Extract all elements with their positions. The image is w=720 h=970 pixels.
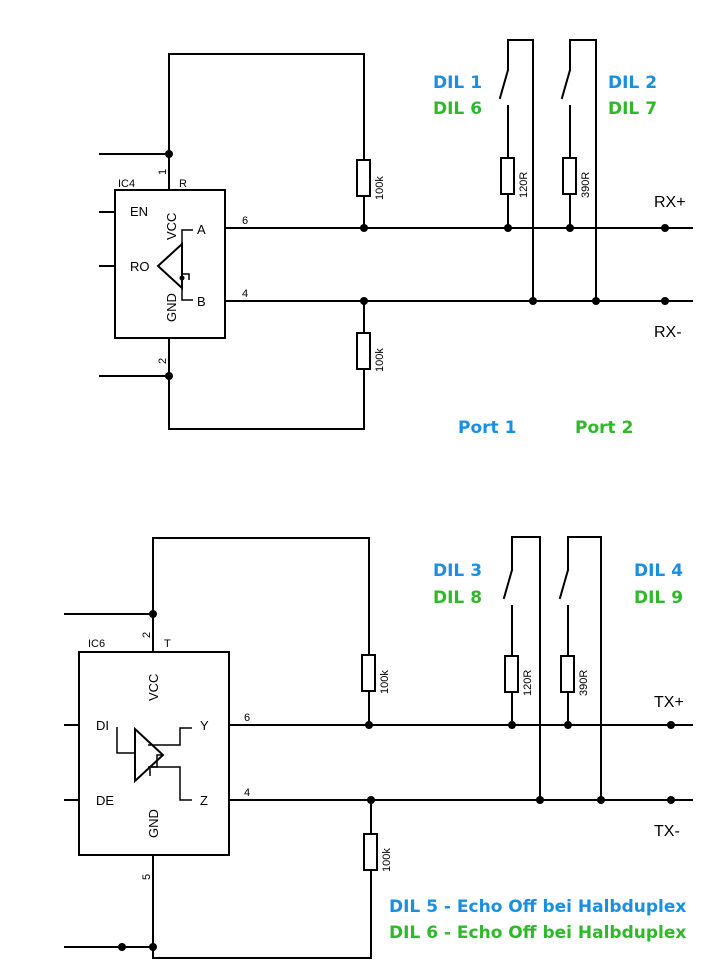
- pin-2-number-tx: 2: [141, 632, 153, 638]
- pin-6-number: 6: [242, 215, 248, 227]
- dil5-note: DIL 5 - Echo Off bei Halbduplex: [389, 897, 686, 917]
- tx-circuit: IC6 T 2 VCC GND DI DE Y Z 6 4 5 100k 100…: [64, 536, 693, 959]
- res-100k-top-tx-value: 100k: [379, 670, 391, 694]
- rx-circuit: IC4 R 1 EN RO VCC GND A B 6 4 2 100k 100…: [99, 39, 693, 438]
- dil2-label: DIL 2: [608, 73, 657, 93]
- resistor-120r-top: [500, 157, 515, 195]
- resistor-390r-top: [562, 157, 577, 195]
- ic6-label: IC6: [88, 638, 105, 650]
- dil1-label: DIL 1: [433, 73, 482, 93]
- dil9-label: DIL 9: [634, 588, 683, 608]
- pin-r-label: R: [179, 178, 187, 190]
- res-390r-value: 390R: [580, 172, 592, 198]
- resistor-100k-bottom: [356, 332, 371, 370]
- pin-b-label: B: [197, 294, 206, 309]
- pin-a-label: A: [197, 222, 206, 237]
- tx-minus-label: TX-: [654, 823, 680, 840]
- res-120r-value: 120R: [518, 172, 530, 198]
- resistor-100k-top: [356, 159, 371, 197]
- port1-label: Port 1: [458, 418, 516, 438]
- pin-vcc-label-tx: VCC: [146, 674, 161, 701]
- dil7-label: DIL 7: [608, 99, 657, 119]
- pin-t-label: T: [164, 638, 171, 650]
- pin-gnd-label: GND: [164, 293, 179, 322]
- pin-4-number-tx: 4: [244, 787, 250, 799]
- resistor-120r-bottom: [504, 655, 519, 693]
- res-100k-bottom-value: 100k: [374, 348, 386, 372]
- dil6-note: DIL 6 - Echo Off bei Halbduplex: [389, 923, 686, 943]
- pin-2-number: 2: [157, 358, 169, 364]
- port2-label: Port 2: [575, 418, 633, 438]
- pin-en-label: EN: [130, 204, 148, 219]
- pin-y-label: Y: [200, 718, 209, 733]
- dil3-switch: [502, 568, 514, 600]
- res-120r-tx-value: 120R: [522, 670, 534, 696]
- rx-plus-label: RX+: [654, 194, 686, 211]
- res-100k-bottom-tx-value: 100k: [381, 848, 393, 872]
- dil8-label: DIL 8: [433, 588, 482, 608]
- pin-z-label: Z: [200, 793, 208, 808]
- pin-ro-label: RO: [130, 259, 150, 274]
- dil1-switch: [498, 68, 510, 100]
- tx-plus-label: TX+: [654, 694, 684, 711]
- pin-de-label: DE: [96, 793, 114, 808]
- dil6-label: DIL 6: [433, 99, 482, 119]
- pin-5-number-tx: 5: [141, 874, 153, 880]
- pin-vcc-label: VCC: [164, 213, 179, 240]
- dil3-label: DIL 3: [433, 561, 482, 581]
- ic4-label: IC4: [118, 178, 135, 190]
- rx-minus-label: RX-: [654, 324, 682, 341]
- pin-6-number-tx: 6: [244, 712, 250, 724]
- pin-1-number: 1: [157, 169, 169, 175]
- pin-di-label: DI: [96, 718, 109, 733]
- resistor-100k-top-tx: [361, 654, 376, 692]
- receiver-buffer-symbol: [156, 241, 183, 291]
- resistor-390r-bottom: [560, 655, 575, 693]
- pin-gnd-label-tx: GND: [146, 809, 161, 838]
- dil2-switch: [560, 68, 572, 100]
- resistor-100k-bottom-tx: [363, 833, 378, 871]
- driver-buffer-symbol: [134, 726, 165, 784]
- dil4-label: DIL 4: [634, 561, 683, 581]
- pin-4-number: 4: [242, 288, 248, 300]
- res-100k-top-value: 100k: [374, 176, 386, 200]
- res-390r-tx-value: 390R: [578, 670, 590, 696]
- dil4-switch: [558, 568, 570, 600]
